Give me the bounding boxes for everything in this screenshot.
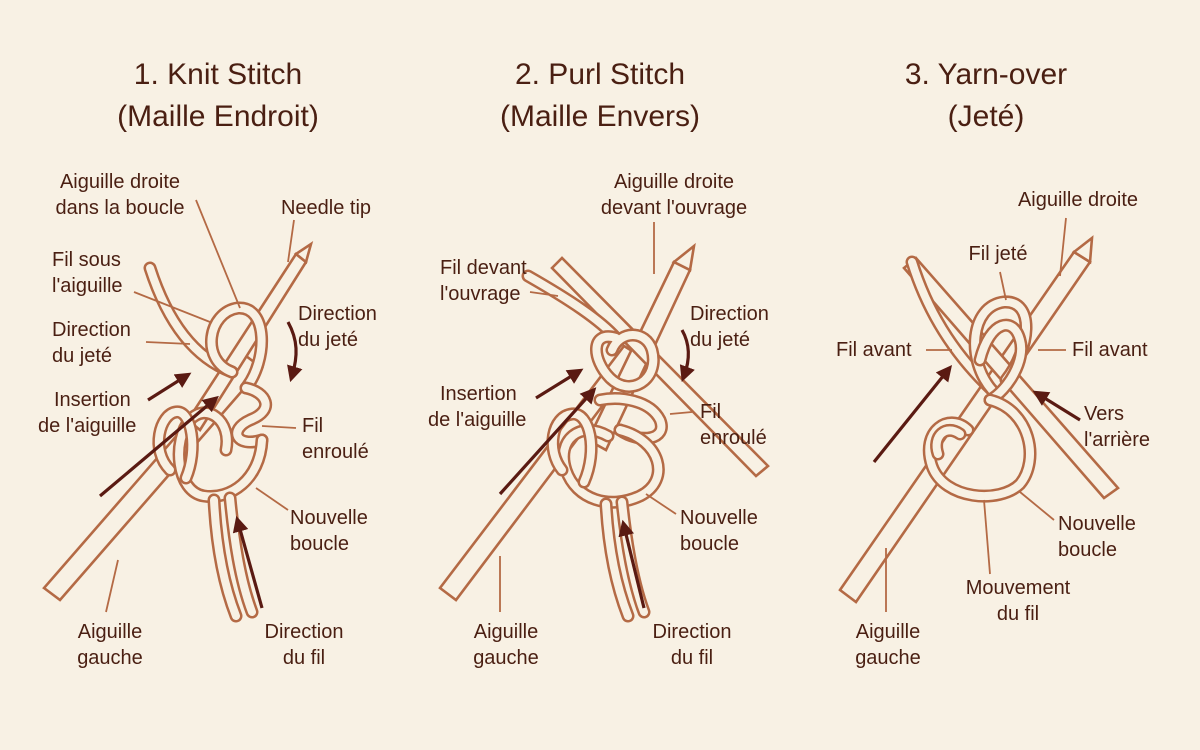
label-wrapped-line1: Fil	[302, 415, 323, 437]
label-left-needle-line2: gauche	[855, 647, 921, 669]
label-yarn-under-line1: Fil sous	[52, 249, 121, 271]
label-new-loop-line2: boucle	[680, 533, 739, 555]
label-yarn-front-right: Fil avant	[1072, 339, 1148, 361]
label-yarn-front-left: Fil avant	[836, 339, 912, 361]
yarn-over-direction-arrow	[682, 330, 688, 376]
label-new-loop-line2: boucle	[290, 533, 349, 555]
label-yarn-direction-line2: du fil	[283, 647, 325, 669]
label-yarn-direction-line1: Direction	[653, 621, 732, 643]
label-right-needle-line2: devant l'ouvrage	[601, 197, 747, 219]
label-yarn-direction-line1: Direction	[265, 621, 344, 643]
label-left-needle-line1: Aiguille	[856, 621, 920, 643]
label-right-needle-line1: Aiguille droite	[614, 171, 734, 193]
yarn-over-direction-arrow	[288, 322, 296, 376]
label-yarn-direction-line2: du fil	[671, 647, 713, 669]
label-left-needle-line2: gauche	[473, 647, 539, 669]
label-right-needle-line2: dans la boucle	[56, 197, 185, 219]
label-left-needle-line1: Aiguille	[78, 621, 142, 643]
label-new-loop-line1: Nouvelle	[1058, 513, 1136, 535]
label-direction-line1: Direction	[690, 303, 769, 325]
label-new-loop-line2: boucle	[1058, 539, 1117, 561]
label-wrapped-line2: enroulé	[700, 427, 767, 449]
panel-title-line1: 3. Yarn-over	[905, 58, 1067, 91]
label-insertion-line2: de l'aiguille	[428, 409, 526, 431]
label-insertion-line1: Insertion	[54, 389, 131, 411]
label-new-loop-line1: Nouvelle	[680, 507, 758, 529]
label-direction-left-line2: du jeté	[52, 345, 112, 367]
label-direction-right-line1: Direction	[298, 303, 377, 325]
label-yarn-front-line2: l'ouvrage	[440, 283, 521, 305]
panel-title-line1: 2. Purl Stitch	[515, 58, 685, 91]
panel-purl-stitch: 2. Purl Stitch (Maille Envers)	[428, 58, 769, 669]
label-yarn-under-line2: l'aiguille	[52, 275, 123, 297]
label-new-loop-line1: Nouvelle	[290, 507, 368, 529]
label-to-back-line2: l'arrière	[1084, 429, 1150, 451]
label-right-needle-line1: Aiguille droite	[60, 171, 180, 193]
label-wrapped-line1: Fil	[700, 401, 721, 423]
label-direction-right-line2: du jeté	[298, 329, 358, 351]
label-insertion-line2: de l'aiguille	[38, 415, 136, 437]
panel-title-line2: (Jeté)	[948, 100, 1025, 133]
label-yarn-move-line2: du fil	[997, 603, 1039, 625]
label-needle-tip: Needle tip	[281, 197, 371, 219]
label-left-needle-line2: gauche	[77, 647, 143, 669]
panel-title-line2: (Maille Endroit)	[117, 100, 319, 133]
panel-knit-stitch: 1. Knit Stitch (Maille Endroit)	[38, 58, 377, 669]
label-yarn-over: Fil jeté	[969, 243, 1028, 265]
working-yarn	[912, 262, 1030, 496]
label-yarn-move-line1: Mouvement	[966, 577, 1071, 599]
panel-title-line2: (Maille Envers)	[500, 100, 700, 133]
label-left-needle-line1: Aiguille	[474, 621, 538, 643]
panel-title-line1: 1. Knit Stitch	[134, 58, 302, 91]
label-direction-left-line1: Direction	[52, 319, 131, 341]
label-direction-line2: du jeté	[690, 329, 750, 351]
label-right-needle: Aiguille droite	[1018, 189, 1138, 211]
label-insertion-line1: Insertion	[440, 383, 517, 405]
label-yarn-front-line1: Fil devant	[440, 257, 527, 279]
label-to-back-line1: Vers	[1084, 403, 1124, 425]
label-wrapped-line2: enroulé	[302, 441, 369, 463]
panel-yarn-over: 3. Yarn-over (Jeté)	[836, 58, 1150, 669]
